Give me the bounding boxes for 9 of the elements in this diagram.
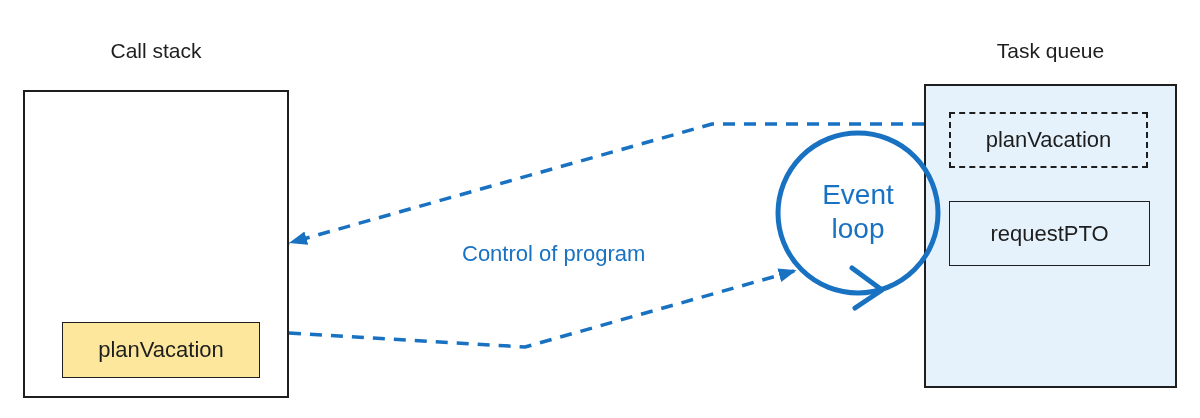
pending-task: planVacation bbox=[949, 112, 1148, 168]
annotation-text: Control of program bbox=[462, 240, 646, 268]
panel-heading: Call stack bbox=[110, 38, 202, 64]
dashed-arrow bbox=[288, 122, 924, 245]
dashed-arrow bbox=[288, 268, 798, 349]
loop-label: Event loop bbox=[821, 178, 895, 246]
task-item: requestPTO bbox=[949, 201, 1150, 266]
panel-heading: Task queue bbox=[996, 38, 1105, 64]
stack-frame: planVacation bbox=[62, 322, 260, 378]
